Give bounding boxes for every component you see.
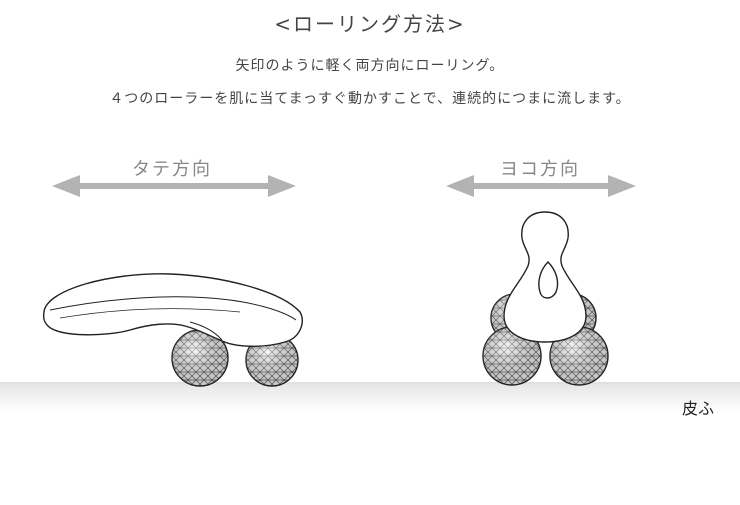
roller-side-view — [42, 273, 303, 387]
skin-surface — [0, 382, 740, 412]
handle-grip-icon — [538, 261, 559, 299]
roller-handle — [42, 273, 303, 347]
skin-label: 皮ふ — [682, 399, 715, 418]
vertical-double-arrow — [52, 175, 296, 197]
instruction-line-1: 矢印のように軽く両方向にローリング。 — [235, 58, 505, 74]
vertical-direction-label: タテ方向 — [132, 159, 212, 180]
horizontal-direction-label: ヨコ方向 — [500, 159, 580, 180]
page-title: <ローリング方法> — [274, 12, 466, 36]
instruction-line-2: ４つのローラーを肌に当てまっすぐ動かすことで、連続的につまに流します。 — [109, 91, 631, 107]
horizontal-double-arrow — [446, 175, 636, 197]
roller-front-view — [482, 211, 609, 386]
